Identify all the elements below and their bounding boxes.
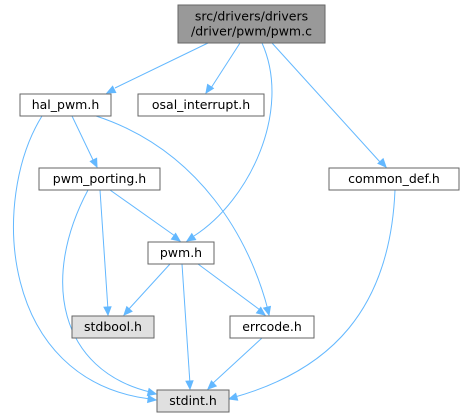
edge-line — [210, 42, 241, 89]
edge-arrowhead — [377, 157, 387, 168]
edge-pwm_c-to-hal_pwm_h — [105, 42, 209, 94]
node-pwm-h[interactable]: pwm.h — [147, 241, 215, 265]
node-box — [328, 167, 460, 191]
edge-arrowhead — [185, 232, 197, 242]
edge-line — [109, 189, 176, 237]
edge-pwm_h-to-stdbool_h — [123, 263, 171, 316]
node-label: common_def.h — [348, 171, 440, 186]
node-hal-pwm-h[interactable]: hal_pwm.h — [19, 93, 112, 117]
node-box — [137, 93, 265, 117]
edge-line — [181, 263, 191, 385]
edge-arrowhead — [105, 85, 117, 94]
edge-line — [127, 263, 171, 311]
node-label: hal_pwm.h — [32, 97, 100, 112]
edge-line — [197, 263, 261, 311]
edge-arrowhead — [123, 305, 133, 316]
node-box — [19, 93, 112, 117]
node-label: osal_interrupt.h — [152, 97, 250, 112]
node-box — [38, 167, 161, 191]
edge-common_def_h-to-stdint_h — [227, 189, 396, 401]
edge-hal_pwm_h-to-errcode_h — [95, 115, 272, 317]
edge-pwm_h-to-stdint_h — [181, 263, 194, 391]
edge-pwm_h-to-errcode_h — [197, 263, 266, 316]
node-errcode-h[interactable]: errcode.h — [229, 315, 315, 339]
edge-arrowhead — [205, 83, 215, 95]
edge-hal_pwm_h-to-stdint_h — [13, 115, 158, 404]
edge-line — [99, 189, 109, 311]
node-stdbool-h[interactable]: stdbool.h — [71, 315, 155, 339]
edge-arrowhead — [262, 305, 272, 317]
node-label: pwm.h — [160, 245, 202, 260]
edges-layer — [13, 42, 396, 404]
node-box — [177, 4, 326, 44]
edge-line — [95, 115, 269, 311]
edge-line — [211, 337, 263, 385]
edge-arrowhead — [170, 232, 182, 242]
edge-line — [271, 42, 381, 163]
edge-arrowhead — [147, 394, 158, 404]
node-label: errcode.h — [242, 319, 302, 334]
node-box — [147, 241, 215, 265]
node-osal-interrupt-h[interactable]: osal_interrupt.h — [137, 93, 265, 117]
node-label: pwm_porting.h — [53, 171, 146, 186]
edge-line — [114, 42, 209, 89]
edge-hal_pwm_h-to-pwm_porting_h — [71, 115, 98, 169]
edge-arrowhead — [255, 306, 266, 316]
edge-pwm_c-to-osal_interrupt_h — [205, 42, 241, 95]
edge-pwm_porting_h-to-stdbool_h — [99, 189, 112, 317]
edge-line — [193, 42, 273, 237]
edge-pwm_porting_h-to-pwm_h — [109, 189, 182, 242]
node-box — [156, 389, 230, 413]
edge-pwm_c-to-common_def_h — [271, 42, 387, 168]
node-label: stdbool.h — [84, 319, 142, 334]
edge-arrowhead — [207, 380, 218, 390]
edge-pwm_porting_h-to-stdint_h — [62, 189, 158, 397]
edge-arrowhead — [103, 306, 112, 317]
edge-arrowhead — [227, 392, 239, 401]
edge-line — [71, 115, 95, 163]
node-label: src/drivers/drivers — [195, 9, 308, 24]
node-box — [71, 315, 155, 339]
node-box — [229, 315, 315, 339]
node-label: /driver/pwm/pwm.c — [191, 24, 312, 39]
edge-errcode_h-to-stdint_h — [207, 337, 263, 390]
edge-arrowhead — [89, 157, 98, 169]
node-pwm-c[interactable]: src/drivers/drivers/driver/pwm/pwm.c — [177, 4, 326, 44]
edge-pwm_c-to-pwm_h — [185, 42, 273, 242]
edge-line — [234, 189, 396, 398]
node-label: stdint.h — [169, 393, 217, 408]
node-pwm-porting-h[interactable]: pwm_porting.h — [38, 167, 161, 191]
edge-line — [62, 189, 151, 393]
node-common-def-h[interactable]: common_def.h — [328, 167, 460, 191]
node-stdint-h[interactable]: stdint.h — [156, 389, 230, 413]
nodes-layer: src/drivers/drivers/driver/pwm/pwm.c hal_… — [19, 4, 460, 413]
edge-arrowhead — [146, 387, 158, 397]
edge-line — [13, 115, 151, 400]
edge-arrowhead — [185, 380, 194, 391]
